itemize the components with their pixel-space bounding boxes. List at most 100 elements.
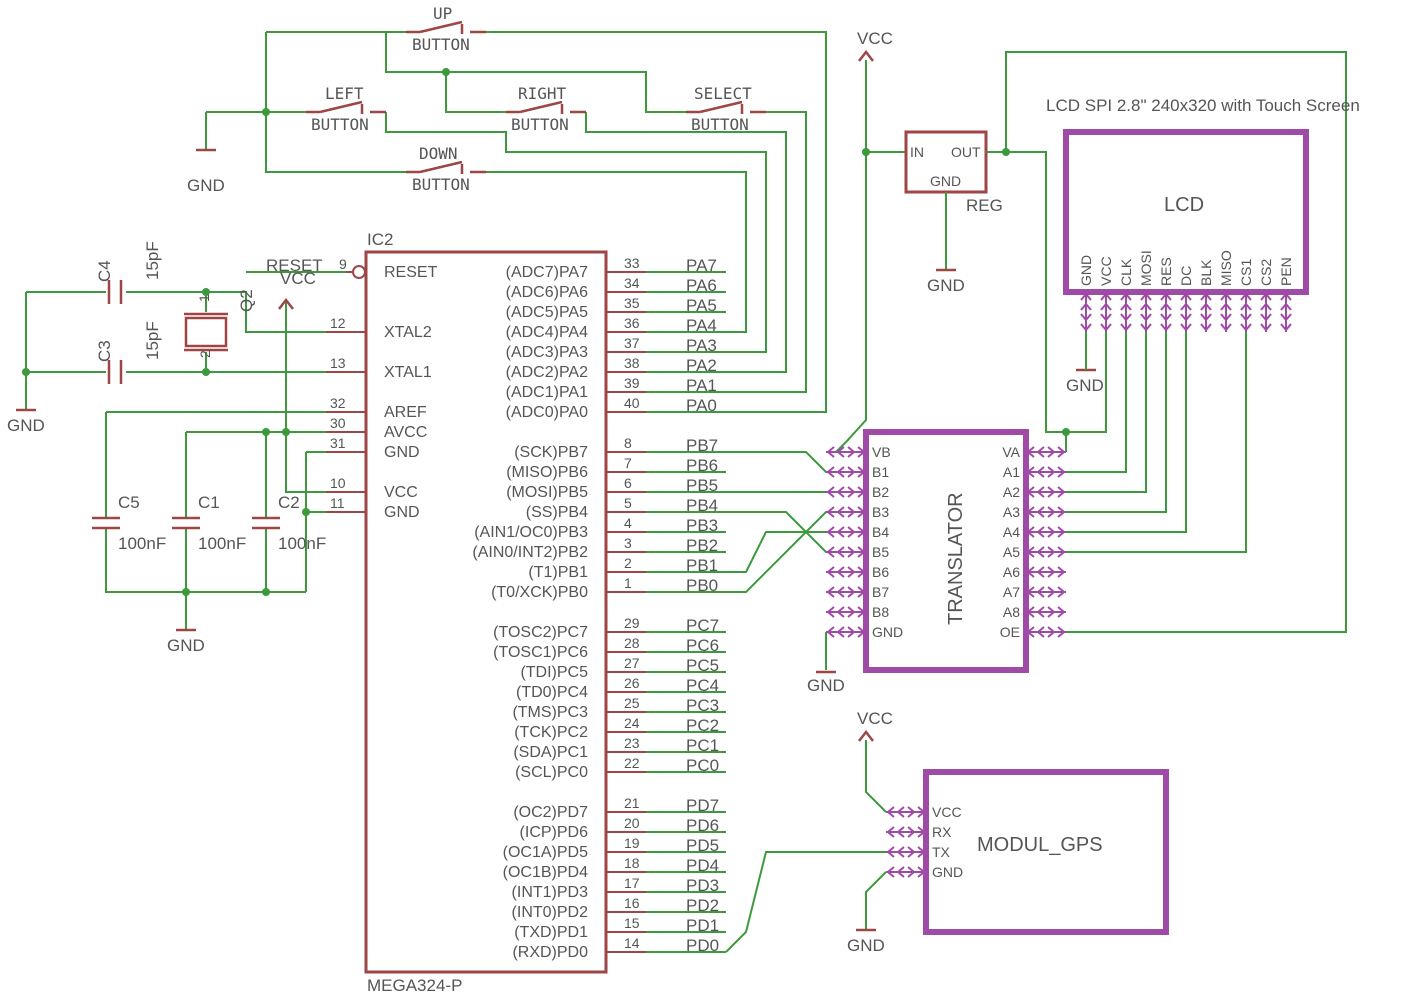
pin-number: 40 (624, 395, 640, 411)
bidir-arrow (826, 526, 866, 538)
translator-pin-b5: B5 (826, 544, 889, 560)
pin-label: DC (1178, 266, 1194, 286)
net-label: PC6 (686, 636, 719, 655)
gps-pin-tx: TX (886, 844, 951, 860)
pin-label: A2 (1003, 484, 1020, 500)
lcd-pin-res: RES (1158, 257, 1174, 332)
translator-pin-vb: VB (826, 444, 891, 460)
net-label: PC0 (686, 756, 719, 775)
pin-label: CLK (1118, 258, 1134, 286)
pin-label: (MISO)PB6 (506, 464, 588, 481)
svg-text:RESET: RESET (384, 264, 438, 281)
button-left-type: BUTTON (311, 115, 369, 134)
svg-text:1: 1 (196, 294, 212, 302)
svg-text:GND: GND (847, 936, 885, 955)
lcd-pin-cs2: CS2 (1258, 259, 1274, 332)
pin-number: 14 (624, 935, 640, 951)
pin-number: 18 (624, 855, 640, 871)
pin-label: AREF (384, 404, 427, 421)
gps-pin-vcc: VCC (886, 804, 962, 820)
svg-text:Q2: Q2 (237, 289, 256, 312)
translator-pin-gnd: GND (826, 624, 903, 640)
svg-text:OUT: OUT (951, 144, 981, 160)
svg-text:IN: IN (910, 144, 924, 160)
pin-label: (INT0)PD2 (512, 904, 589, 921)
pin-label: (SDA)PC1 (513, 744, 588, 761)
net-label: PC3 (686, 696, 719, 715)
pin-number: 26 (624, 675, 640, 691)
switch-up: UP BUTTON (406, 4, 486, 54)
svg-text:2: 2 (197, 350, 213, 358)
svg-text:15pF: 15pF (143, 321, 162, 360)
svg-text:RESET: RESET (266, 256, 323, 275)
pin-number: 2 (624, 555, 632, 571)
net-label: PB4 (686, 496, 718, 515)
pin-number: 38 (624, 355, 640, 371)
lcd-pin-gnd: GND (1078, 255, 1094, 332)
pin-label: VB (872, 444, 891, 460)
pin-number: 11 (330, 495, 345, 511)
pin-label: (T1)PB1 (528, 564, 588, 581)
net-label: PD7 (686, 796, 719, 815)
regulator-name: REG (966, 196, 1003, 215)
pin-number: 23 (624, 735, 640, 751)
bidir-arrow (1026, 506, 1066, 518)
gps-pin-gnd: GND (886, 864, 963, 880)
pin-label: B2 (872, 484, 889, 500)
pin-number: 8 (624, 435, 632, 451)
pin-label: (AIN0/INT2)PB2 (472, 544, 588, 561)
net-label: PC5 (686, 656, 719, 675)
net-label: PB0 (686, 576, 718, 595)
bidir-arrow (1026, 586, 1066, 598)
translator-pin-a4: A4 (1003, 524, 1066, 540)
bidir-arrow (826, 446, 866, 458)
pin-label: MISO (1218, 250, 1234, 286)
net-label: PD3 (686, 876, 719, 895)
pin-number: 15 (624, 915, 640, 931)
pin-label: (TDI)PC5 (520, 664, 588, 681)
svg-text:VCC: VCC (280, 269, 316, 288)
bidir-arrow (826, 566, 866, 578)
ic2-reset-pin: RESET 9 RESET (266, 256, 438, 281)
bidir-arrow (826, 466, 866, 478)
svg-text:100nF: 100nF (278, 534, 326, 553)
bidir-arrow (1180, 292, 1192, 332)
translator-pin-b8: B8 (826, 604, 889, 620)
net-label: PB3 (686, 516, 718, 535)
net-label: PA7 (686, 256, 717, 275)
pin-label: GND (1078, 255, 1094, 286)
lcd-name: LCD (1164, 194, 1204, 216)
pin-label: (ADC6)PA6 (506, 284, 588, 301)
net-label: PD1 (686, 916, 719, 935)
crystal-q2: 1 2 Q2 (184, 289, 256, 358)
svg-text:GND: GND (167, 636, 205, 655)
pin-label: B4 (872, 524, 889, 540)
svg-text:100nF: 100nF (118, 534, 166, 553)
translator-pin-b2: B2 (826, 484, 889, 500)
translator-pins: VBB1B2B3B4B5B6B7B8GNDVAA1A2A3A4A5A6A7A8O… (826, 444, 1066, 640)
gps-pin-rx: RX (886, 824, 952, 840)
net-label: PC7 (686, 616, 719, 635)
pin-number: 7 (624, 455, 632, 471)
pin-label: AVCC (384, 424, 427, 441)
pin-label: TX (932, 844, 951, 860)
